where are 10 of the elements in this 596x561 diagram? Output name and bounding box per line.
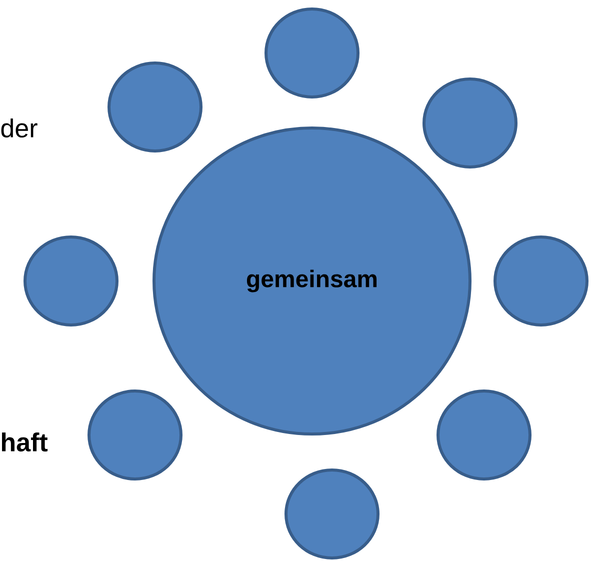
small-circle [284, 468, 380, 560]
small-circle [436, 390, 532, 480]
small-circle [264, 8, 360, 98]
small-circle [422, 78, 518, 168]
label-text: haft [2, 432, 48, 452]
label-text: der [1, 118, 38, 138]
small-circle [108, 62, 202, 152]
small-circle [24, 236, 118, 326]
small-circle [494, 236, 588, 326]
small-circle [88, 390, 182, 480]
